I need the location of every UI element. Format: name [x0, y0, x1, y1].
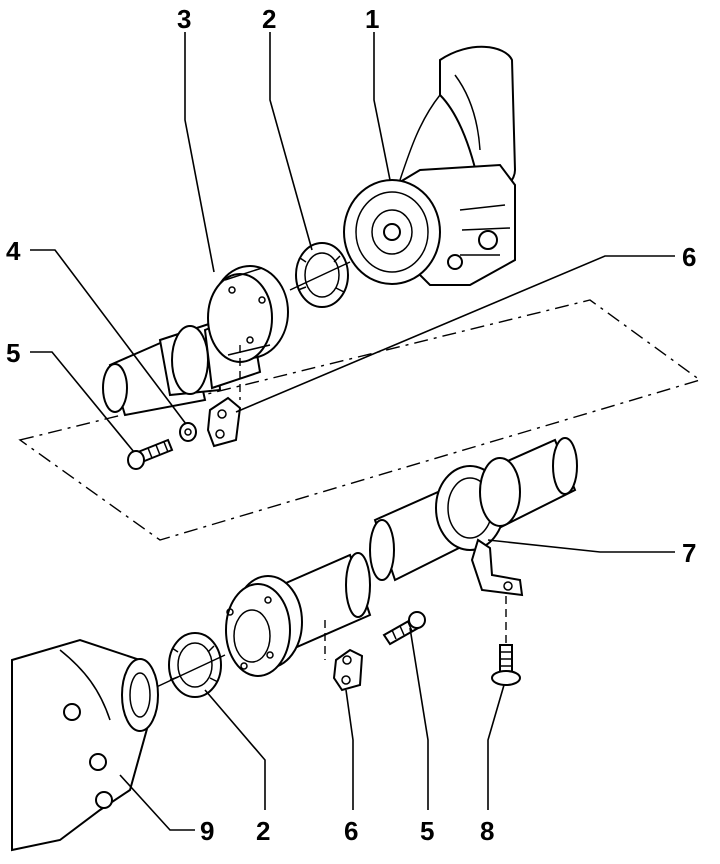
bolt-left	[127, 438, 174, 470]
propshaft-rear-tube	[369, 437, 578, 582]
centre-bearing-bracket	[470, 538, 524, 597]
callout-5-left: 5	[6, 338, 20, 368]
callout-6-bottom: 6	[344, 816, 358, 846]
leader-6-right	[235, 255, 675, 413]
callout-8: 8	[480, 816, 494, 846]
callout-4: 4	[6, 236, 21, 266]
leader-5-bottom	[409, 627, 429, 810]
locking-plate-top	[206, 396, 242, 448]
leader-3	[184, 32, 215, 273]
assembly-plane-outline	[18, 299, 702, 541]
callout-2-bottom: 2	[256, 816, 270, 846]
leader-4	[30, 249, 187, 425]
gearbox-output-flange	[11, 638, 159, 852]
callout-2-top: 2	[262, 4, 276, 34]
leader-6-bottom	[345, 689, 354, 810]
axis-line-bottom	[149, 654, 226, 691]
callout-3: 3	[177, 4, 191, 34]
final-drive-housing	[343, 45, 517, 286]
leader-8	[487, 684, 505, 810]
axis-line-top	[289, 261, 351, 291]
leader-2-top	[269, 32, 313, 251]
leader-5-left	[30, 351, 135, 453]
bolt-bottom	[382, 611, 426, 646]
bearing-bolt	[491, 644, 521, 686]
callout-5-bottom: 5	[420, 816, 434, 846]
locking-plate-bottom	[332, 648, 364, 692]
propshaft-lower-section	[225, 552, 372, 677]
callout-6-right: 6	[682, 242, 696, 272]
callout-9: 9	[200, 816, 214, 846]
leader-2-bottom	[204, 689, 266, 810]
propshaft-front-section	[102, 265, 289, 417]
leader-9	[119, 774, 195, 831]
callout-7: 7	[682, 538, 696, 568]
callout-1: 1	[365, 4, 379, 34]
leader-7	[487, 539, 675, 553]
centering-ring-bottom	[168, 632, 222, 698]
leader-1	[373, 32, 391, 181]
spring-washer	[179, 422, 197, 442]
